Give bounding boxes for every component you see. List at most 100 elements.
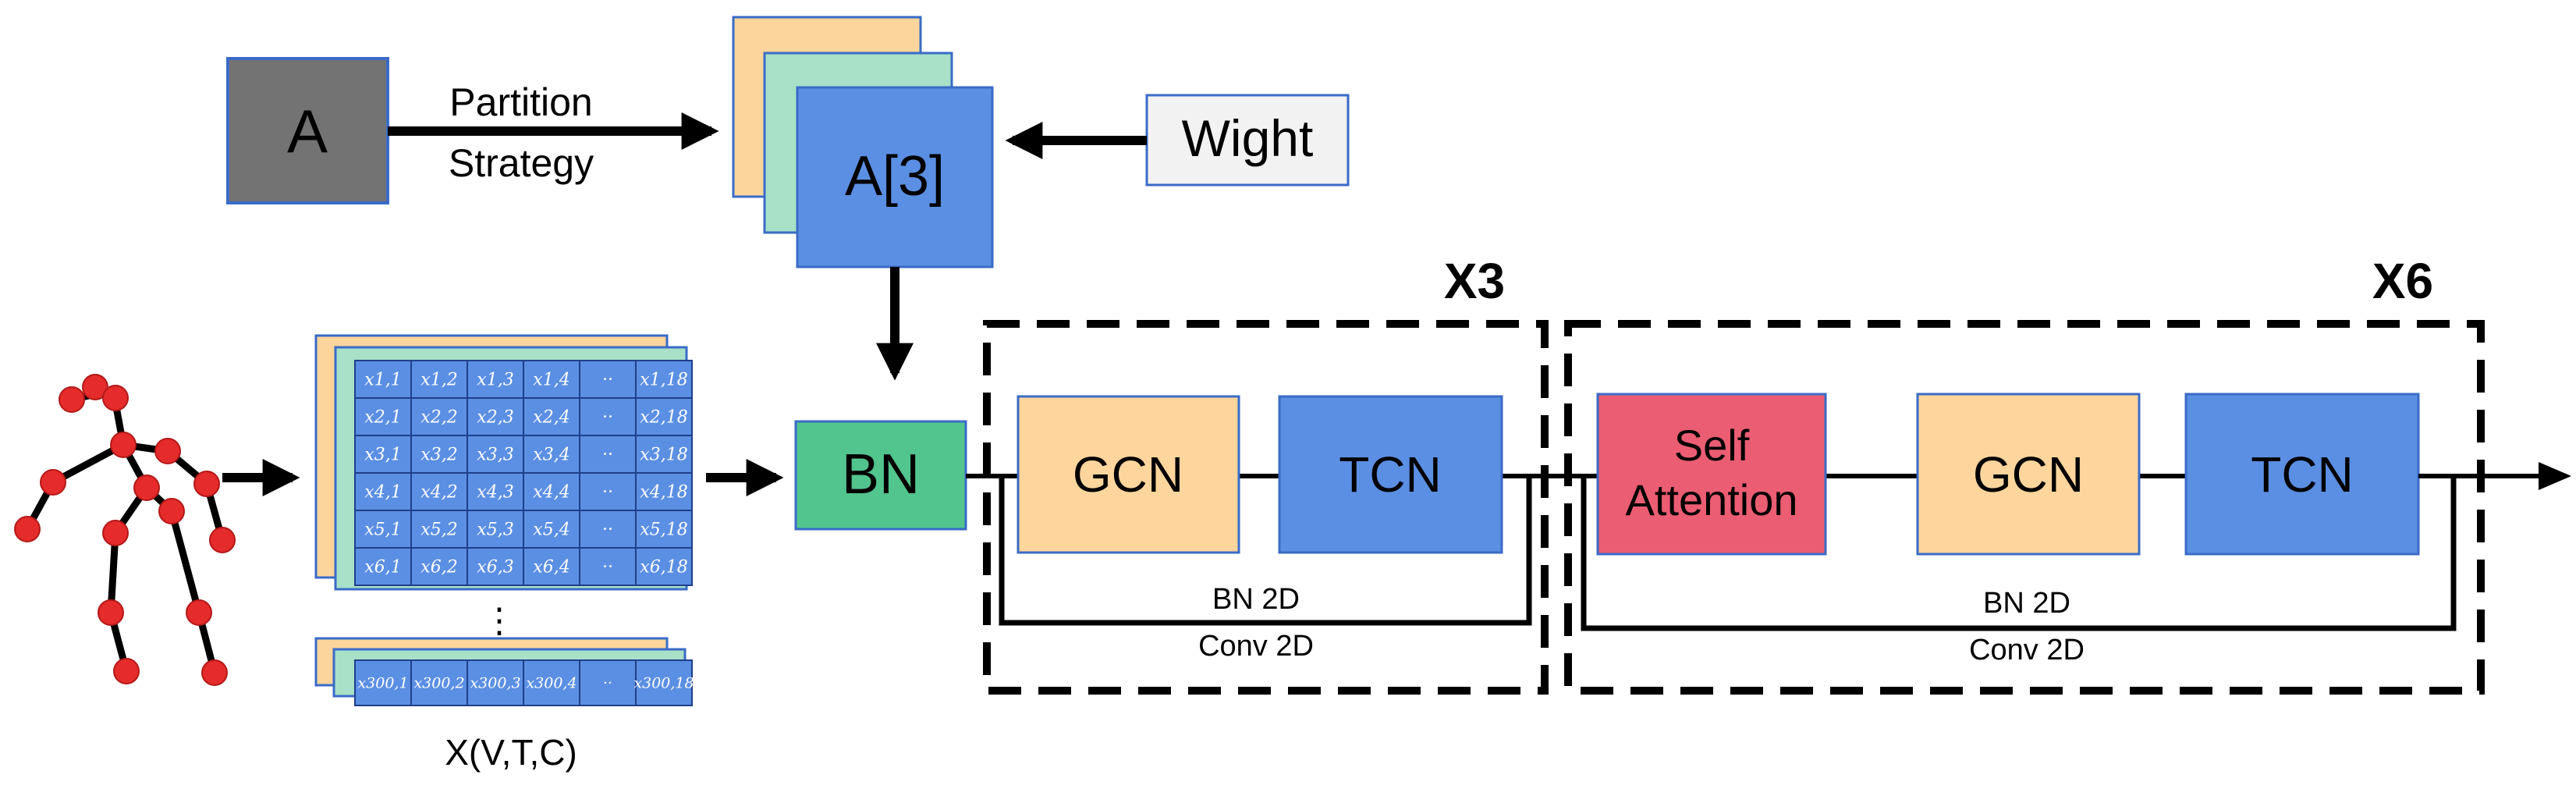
block2-self-attention	[1596, 393, 1827, 556]
matrix-cell-label: x1,1	[364, 371, 401, 390]
matrix-cell-label: x4,4	[533, 483, 569, 503]
adjacency-label: A	[287, 97, 328, 165]
matrix-cell-label: ··	[602, 521, 613, 540]
block2-tcn	[2184, 393, 2420, 556]
matrix-cell	[467, 547, 524, 586]
matrix-cell-label: x1,3	[477, 371, 513, 390]
matrix-cell-label: x3,2	[420, 446, 457, 465]
matrix-cell-label: ··	[602, 483, 613, 503]
matrix-cell-label: x300,3	[470, 675, 520, 692]
matrix-cell-label: x5,1	[364, 521, 401, 540]
matrix-cell-label: x3,3	[477, 446, 513, 465]
matrix-cell-label: ··	[602, 446, 613, 465]
block1-repeat-label: X3	[1444, 253, 1505, 309]
matrix-cell	[635, 472, 693, 511]
joint-dot	[133, 474, 160, 501]
matrix-cell-label: ··	[602, 408, 613, 428]
joint-dot	[193, 471, 220, 497]
block2-residual-label-line1: BN 2D	[1983, 587, 2070, 620]
joint-dot	[82, 374, 108, 400]
weight-label: Wight	[1182, 109, 1314, 167]
matrix-cell-label: x6,2	[420, 558, 457, 578]
partition-label-line1: Partition	[449, 80, 592, 124]
partition-label-line2: Strategy	[449, 141, 594, 185]
block2-residual-label-line2: Conv 2D	[1969, 634, 2085, 666]
joint-dot	[154, 438, 181, 464]
matrix-cell	[467, 510, 524, 549]
matrix-cell	[523, 472, 580, 511]
matrix-cell	[579, 547, 637, 586]
gcn-tcn-block: X3 GCN TCN BN 2D Conv 2D	[966, 253, 1556, 695]
block2-attention-label-line2: Attention	[1625, 475, 1797, 524]
matrix-cell-label: x3,1	[364, 446, 401, 465]
matrix-cell-label: x2,2	[420, 408, 457, 428]
matrix-cell-label: x1,2	[420, 371, 457, 390]
matrix-cell	[523, 360, 580, 399]
block2-attention-label-line1: Self	[1674, 421, 1750, 470]
partitioned-label: A[3]	[845, 145, 945, 208]
matrix-cell	[635, 659, 693, 706]
matrix-cell-label: x4,18	[640, 483, 687, 503]
block1-tcn	[1278, 395, 1503, 554]
matrix-cell-label: x300,1	[357, 675, 408, 692]
matrix-cell-label: x300,4	[526, 675, 577, 692]
attention-gcn-tcn-block: X6 Self Attention GCN TCN BN 2D Conv 2D	[1556, 253, 2485, 695]
joint-dot	[209, 527, 236, 553]
matrix-cell-label: x4,2	[420, 483, 457, 503]
block1-residual-path	[999, 476, 1532, 626]
block1-residual-label-line1: BN 2D	[1212, 583, 1300, 616]
block2-dashed-border	[1564, 320, 2485, 695]
matrix-cell-label: x5,3	[477, 521, 513, 540]
joint-dot	[59, 386, 85, 413]
adjacency-matrix-node: A	[226, 57, 389, 204]
joint-dot	[158, 498, 185, 524]
block2-repeat-label: X6	[2372, 253, 2433, 309]
bn-label: BN	[842, 443, 920, 506]
block1-tcn-label: TCN	[1339, 446, 1442, 503]
matrix-cell	[467, 397, 524, 436]
matrix-cell-label: x300,18	[633, 675, 694, 692]
matrix-cell	[410, 472, 468, 511]
matrix-cell-label: x2,4	[533, 408, 569, 428]
matrix-cell-label: x4,1	[364, 483, 401, 503]
partition-layer-front	[796, 86, 994, 268]
joint-dot	[40, 469, 66, 496]
matrix-cell-label: x2,3	[477, 408, 513, 428]
block2-gcn-label: GCN	[1973, 446, 2084, 503]
matrix-cell	[354, 435, 412, 474]
matrix-cell	[635, 547, 693, 586]
matrix-cell	[635, 435, 693, 474]
tensor-caption: X(V,T,C)	[445, 732, 577, 773]
matrix-cell	[579, 472, 637, 511]
joint-dot	[14, 516, 41, 542]
matrix-cell	[410, 659, 468, 706]
matrix-cell-label: x5,2	[420, 521, 457, 540]
block2-residual-path	[1581, 476, 2457, 631]
matrix-cell	[523, 659, 580, 706]
block1-dashed-border	[983, 320, 1549, 695]
partition-arrow: Partition Strategy	[388, 80, 719, 185]
matrix-cell-label: x4,3	[477, 483, 513, 503]
matrix-cell	[354, 659, 412, 706]
matrix-cell	[410, 547, 468, 586]
matrix-cell	[579, 510, 637, 549]
matrix-cell-label: x2,18	[640, 408, 687, 428]
skeleton-icon	[14, 374, 236, 686]
matrix-cell-label: x1,4	[533, 371, 569, 390]
matrix-cell-label: x5,18	[640, 521, 687, 540]
matrix-cell	[354, 397, 412, 436]
matrix-cell-label: x2,1	[364, 408, 401, 428]
matrix-cell-label: x3,18	[640, 446, 687, 465]
matrix-cell-label: x6,4	[533, 558, 569, 578]
joint-dot	[201, 659, 228, 686]
matrix-cell-label: ··	[603, 675, 612, 692]
matrix-cell	[635, 360, 693, 399]
vertical-ellipsis: ⋮	[482, 602, 516, 640]
block1-residual-label-line2: Conv 2D	[1198, 630, 1314, 663]
matrix-cell-label: x3,4	[533, 446, 569, 465]
block1-gcn-label: GCN	[1073, 446, 1183, 503]
